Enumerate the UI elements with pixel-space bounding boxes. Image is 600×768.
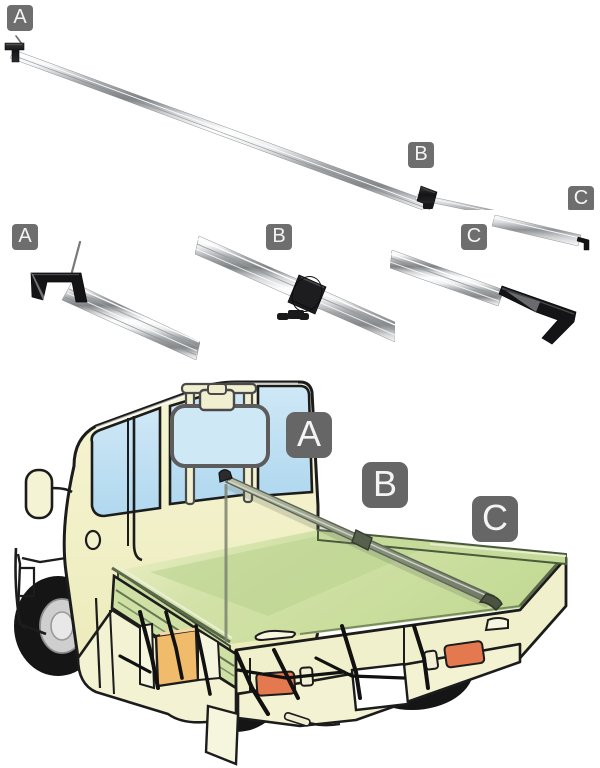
callout-badge-c-detail: C <box>461 224 487 250</box>
right-gate-hinge <box>484 617 509 632</box>
callout-badge-a-detail: A <box>12 224 38 250</box>
full-pole-illustration <box>4 35 495 210</box>
truck-installation-panel: A B C <box>0 358 600 768</box>
tail-lamp-right <box>423 640 486 671</box>
callout-badge-b-truck: B <box>362 462 408 508</box>
callout-badge-c-full: C <box>568 186 594 210</box>
detail-a-tube <box>61 281 200 360</box>
callout-badge-a-full: A <box>7 5 33 31</box>
detail-c-tube <box>390 249 505 307</box>
callout-badge-b-detail: B <box>266 224 292 250</box>
door-handle <box>84 529 102 551</box>
cargo-divider-bar <box>218 469 503 642</box>
front-hook-head <box>4 35 25 63</box>
outer-tube-section <box>9 49 435 210</box>
callout-badge-a-truck: A <box>286 412 332 458</box>
tailgate-latch <box>254 629 296 642</box>
inner-tube-section <box>414 193 495 210</box>
callout-badge-c-truck: C <box>472 496 518 542</box>
detail-b-clamp-collar <box>277 274 327 320</box>
lower-body-side <box>76 597 240 766</box>
detail-c-thin-tube <box>491 214 590 251</box>
centre-clamp-collar <box>416 185 438 209</box>
window-protector-panel <box>170 383 270 468</box>
detail-closeups-panel: A B <box>0 210 600 360</box>
rear-bumper <box>236 640 522 728</box>
callout-badge-b-full: B <box>408 142 434 168</box>
licence-plate <box>350 662 410 712</box>
detail-a-hook-bracket <box>30 240 88 303</box>
detail-b-illustration <box>195 235 395 343</box>
tie-down-straps <box>118 610 430 717</box>
kei-truck-illustration <box>14 380 568 766</box>
full-pole-assembly-panel: A B C <box>0 0 600 210</box>
detail-c-illustration <box>390 214 590 345</box>
side-mirror <box>24 468 73 520</box>
detail-c-hook-bracket <box>498 285 577 345</box>
detail-a-illustration <box>30 240 200 360</box>
